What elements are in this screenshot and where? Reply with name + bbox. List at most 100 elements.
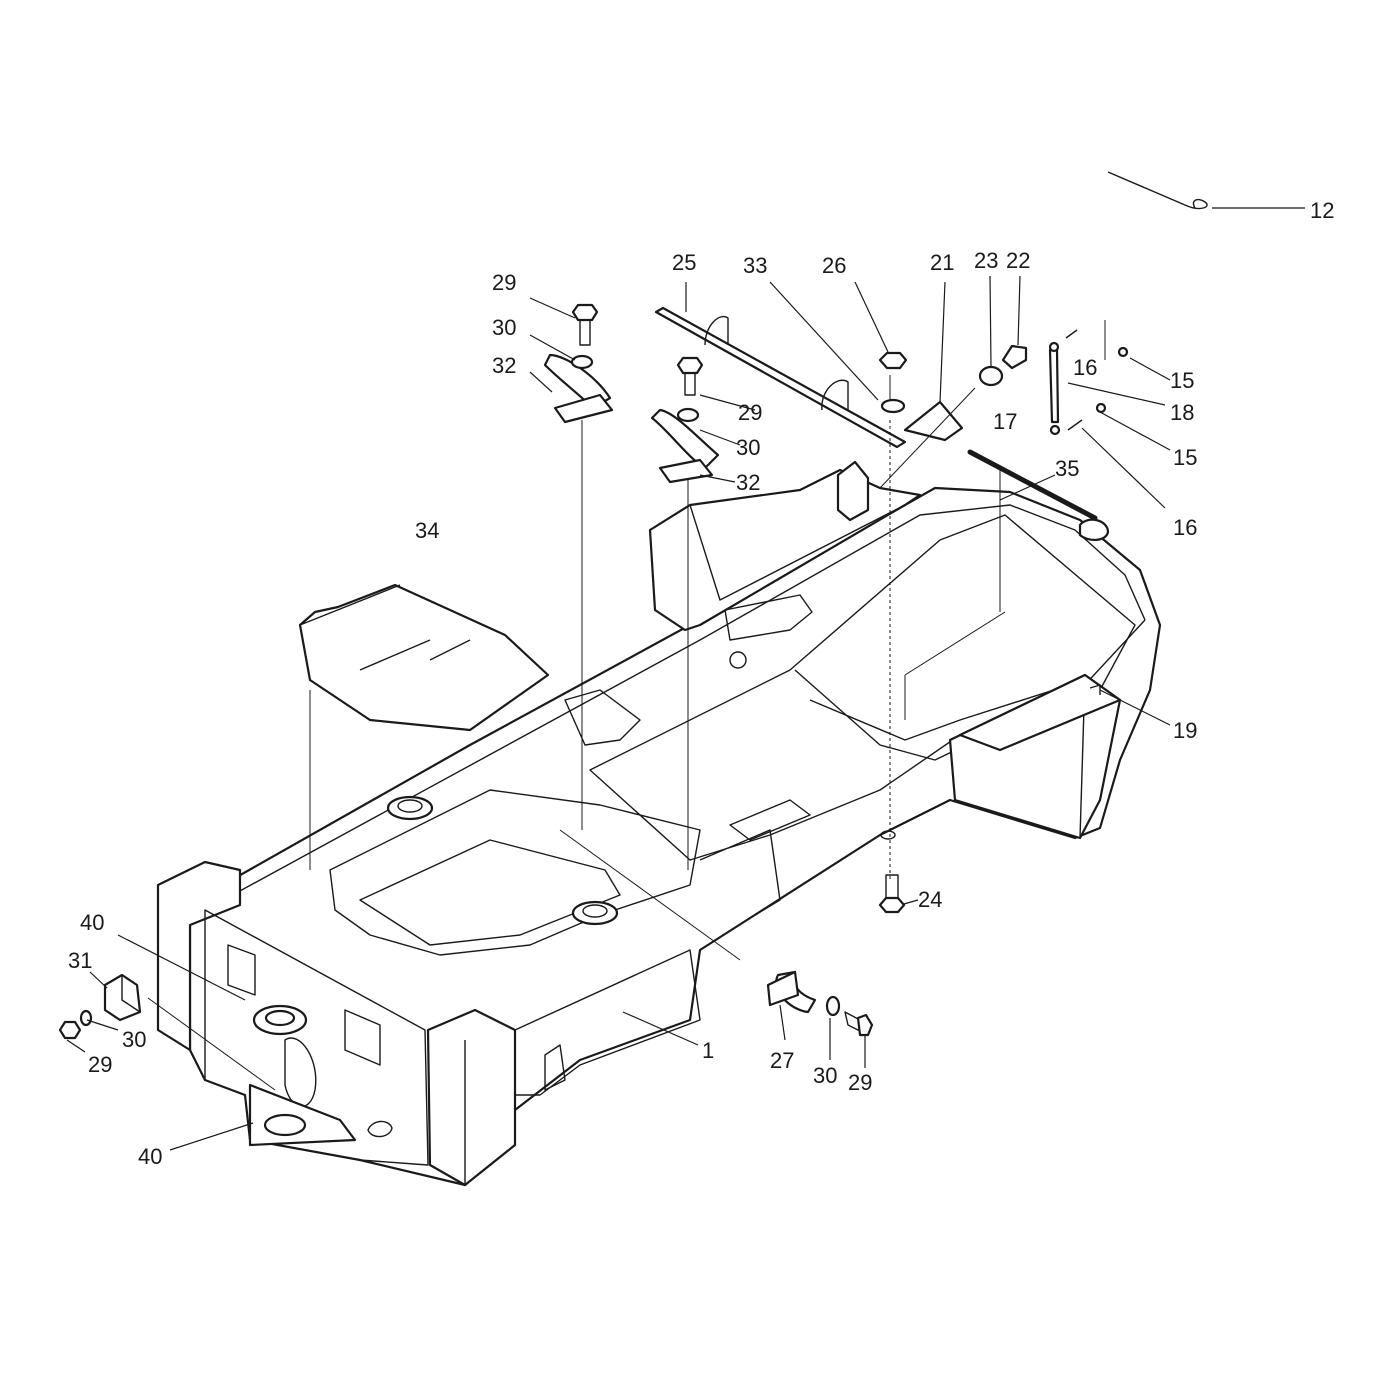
callout-32-center: 32 [736, 470, 760, 495]
callout-26: 26 [822, 253, 846, 278]
frame-floor-plate [809, 679, 1086, 741]
part-25-bar-assembly [654, 306, 907, 449]
callout-15-upper: 15 [1170, 368, 1194, 393]
part-27-plate [766, 970, 800, 1007]
part-27-clamp [766, 970, 817, 1014]
callout-16-lower: 16 [1173, 515, 1197, 540]
callout-22: 22 [1006, 248, 1030, 273]
part-34-mark-2 [429, 639, 471, 661]
frame-inner-well [359, 839, 621, 946]
part-34-mark-1 [359, 639, 431, 671]
part-32-clamp-center [650, 408, 720, 484]
part-30-washer-far-left [79, 1009, 93, 1027]
part-33-ubolt-right [821, 379, 849, 411]
callout-29-left: 29 [88, 1052, 112, 1077]
callout-1: 1 [702, 1038, 714, 1063]
part-34-panel [298, 583, 550, 732]
part-30-washer-center [880, 398, 906, 414]
part-30-washer-center-left [676, 407, 700, 423]
callout-24: 24 [918, 887, 942, 912]
callout-25: 25 [672, 250, 696, 275]
part-30-washer-right [825, 995, 841, 1017]
part-32-hook-left [543, 353, 612, 410]
callout-40-upper: 40 [80, 910, 104, 935]
frame-front-panel [204, 909, 429, 1166]
frame-boss-left [386, 795, 434, 821]
frame-boss-center-inner [582, 904, 608, 918]
part-29-bolt-far-left [58, 1020, 82, 1040]
part-15-nut-lower [1095, 402, 1107, 414]
part-25-bar [654, 306, 907, 449]
frame-front-right-block [426, 1008, 517, 1187]
part-34-top-edge [299, 584, 401, 626]
part-26-nut [878, 351, 908, 370]
part-19-tab [1089, 684, 1101, 695]
callout-30-left: 30 [122, 1027, 146, 1052]
part-32-clamp-left [543, 353, 614, 424]
frame-riser [699, 829, 781, 916]
frame-tow-hole [263, 1113, 307, 1137]
part-16-pin-upper [1065, 329, 1078, 339]
callout-34: 34 [415, 518, 439, 543]
part-29-bolt-shank-center [684, 373, 696, 396]
callout-labels: 12 29 30 32 25 33 26 21 23 22 29 30 32 1… [68, 198, 1334, 1169]
frame-front-cutout-right [344, 1009, 381, 1066]
part-24-bolt-shank [885, 874, 899, 898]
part-29-bolt-shank-left [579, 320, 591, 346]
callout-40-lower: 40 [138, 1144, 162, 1169]
callout-29-top-left: 29 [492, 270, 516, 295]
part-33-ubolt-left [704, 315, 729, 346]
frame-boss-center [571, 900, 619, 926]
rear-hood-bracket [836, 460, 870, 522]
callout-29-right: 29 [848, 1070, 872, 1095]
part-32-plate-left [553, 393, 614, 424]
callout-16-upper: 16 [1073, 355, 1097, 380]
frame-floor-panel [794, 619, 1146, 761]
callout-17: 17 [993, 409, 1017, 434]
frame-lower-hole [367, 1120, 393, 1138]
frame-boss-left-inner [397, 799, 423, 813]
part-35-lug [1078, 518, 1110, 541]
part-32-plate-center [658, 458, 714, 484]
part-16-pin-lower [1067, 419, 1083, 431]
callout-23: 23 [974, 248, 998, 273]
frame-tow-eye-inner [264, 1009, 296, 1027]
part-29-bolt-head-left [571, 303, 599, 322]
part-29-bolt-head-center [676, 356, 704, 375]
rear-hood [648, 460, 922, 641]
part-23-washer [978, 365, 1004, 387]
callout-12: 12 [1310, 198, 1334, 223]
frame-front-slot [284, 1037, 317, 1108]
callout-15-lower: 15 [1173, 445, 1197, 470]
part-12-clip [1107, 171, 1208, 210]
callout-32-top-left: 32 [492, 353, 516, 378]
part-21-bracket [903, 400, 964, 442]
callout-33: 33 [743, 253, 767, 278]
leader-lines [66, 207, 1305, 1151]
callout-18: 18 [1170, 400, 1194, 425]
frame-front-cutout-left [227, 944, 256, 996]
part-29-bolt-head-right [856, 1013, 874, 1037]
rear-hood-flap [724, 594, 813, 641]
callout-21: 21 [930, 250, 954, 275]
part-18-gas-strut [1048, 348, 1060, 424]
part-17-end-upper [1048, 341, 1060, 353]
part-30-washer-left [570, 354, 594, 370]
callout-31: 31 [68, 948, 92, 973]
part-15-nut-upper [1117, 346, 1129, 358]
frame-center-bracket [729, 799, 811, 841]
frame-side-slot [544, 1044, 566, 1091]
callout-30-right: 30 [813, 1063, 837, 1088]
frame-bolt-hole [880, 830, 896, 840]
part-22-bolt [1001, 344, 1028, 370]
callout-30-top-left: 30 [492, 315, 516, 340]
callout-29-center: 29 [738, 400, 762, 425]
frame-top-rim [204, 504, 1146, 911]
callout-27: 27 [770, 1048, 794, 1073]
frame-floor-hole [729, 651, 747, 669]
rear-hood-edge [689, 504, 906, 601]
callout-19: 19 [1173, 718, 1197, 743]
part-31-fold [121, 975, 141, 1013]
part-32-hook-center [650, 408, 720, 470]
